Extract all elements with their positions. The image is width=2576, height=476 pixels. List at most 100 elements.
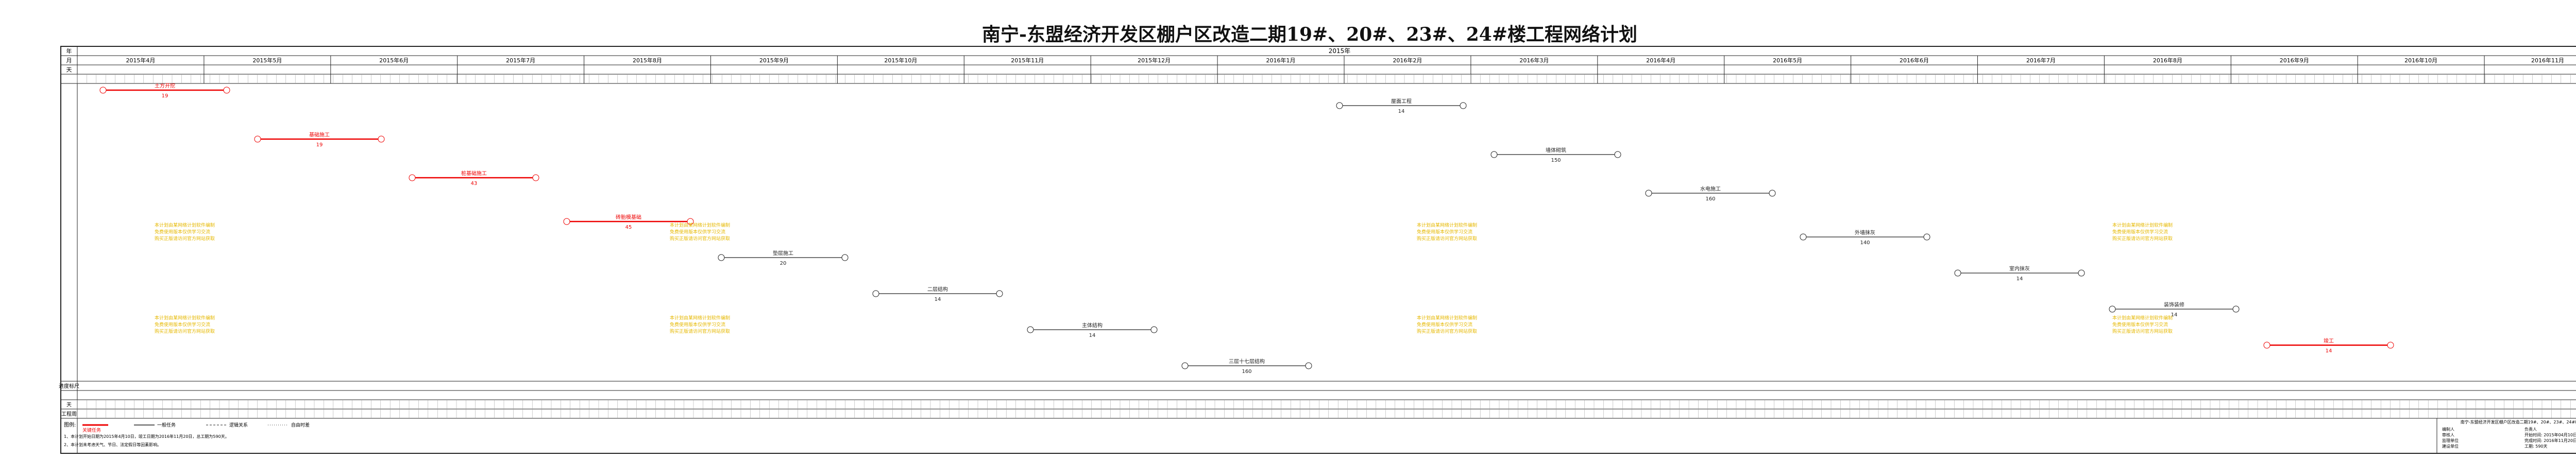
titleblock-val-2: 完成时间: 2016年11月20日 [2524,438,2576,443]
watermark-2-1: 免费使用版本仅供学习交流 [1417,229,1472,235]
watermark-0-2: 购买正版请访问官方网站获取 [155,235,215,242]
task-name-7: 三层十七层结构 [1229,358,1265,365]
task-duration-11: 140 [1860,240,1870,246]
titleblock-project: 南宁-东盟经济开发区棚户区改造二期19#、20#、23#、24#楼工程 [2461,419,2576,424]
legend-note-1: 1、本计划开始日期为2015年4月10日，竣工日期为2016年11月20日，总工… [64,434,229,439]
task-name-4: 垫层施工 [773,250,793,257]
watermark-2-0: 本计划由某网络计划软件编制 [1417,222,1477,228]
month-label-17: 2016年9月 [2280,57,2309,64]
legend-note-2: 2、本计划未考虑天气、节日、法定假日等因素影响。 [64,442,161,447]
task-duration-5: 14 [935,297,941,302]
task-name-6: 主体结构 [1082,322,1103,329]
task-name-9: 墙体砌筑 [1546,147,1566,154]
watermarks: 本计划由某网络计划软件编制免费使用版本仅供学习交流购买正版请访问官方网站获取本计… [155,222,2173,334]
task-arrow-3: 砖胎模基础 45 [563,214,694,230]
task-arrow-11: 外墙抹灰 140 [1800,229,1930,246]
task-name-3: 砖胎模基础 [616,214,641,220]
task-name-12: 室内抹灰 [2009,265,2030,272]
legend-label: 图例: [64,421,76,428]
task-arrow-6: 主体结构 14 [1027,322,1158,338]
task-duration-6: 14 [1089,333,1096,338]
task-duration-8: 14 [1398,109,1405,114]
project-week-label: 工程周 [61,411,77,417]
watermark-4-0: 本计划由某网络计划软件编制 [155,315,215,321]
titleblock-val-1: 开始时间: 2015年04月10日 [2524,432,2576,437]
month-label-16: 2016年8月 [2153,57,2182,64]
month-label-12: 2016年4月 [1646,57,1675,64]
outer-frame [60,46,2576,454]
titleblock-val-0: 负责人 [2524,427,2537,432]
watermark-3-0: 本计划由某网络计划软件编制 [2112,222,2173,228]
task-arrow-0: 土方开挖 19 [99,82,230,99]
month-label-4: 2015年8月 [633,57,662,64]
task-arrow-5: 二层结构 14 [872,286,1003,302]
legend-item-float: 自由时差 [291,422,310,428]
month-label-9: 2016年1月 [1266,57,1296,64]
watermark-2-2: 购买正版请访问官方网站获取 [1417,235,1477,242]
task-duration-12: 14 [2016,276,2023,282]
row-label-year: 年 [66,47,72,55]
task-duration-13: 14 [2171,312,2178,318]
task-name-2: 桩基础施工 [461,170,487,177]
task-arrow-2: 桩基础施工 43 [409,170,539,186]
watermark-5-0: 本计划由某网络计划软件编制 [670,315,730,321]
title-block [2436,418,2576,454]
month-label-13: 2016年5月 [1773,57,1802,64]
task-name-5: 二层结构 [927,286,948,293]
schedule-label: 进度标尺 [59,383,79,389]
watermark-4-1: 免费使用版本仅供学习交流 [155,321,210,328]
task-arrow-4: 垫层施工 20 [718,250,849,266]
watermark-0-1: 免费使用版本仅供学习交流 [155,229,210,235]
watermark-7-1: 免费使用版本仅供学习交流 [2112,321,2168,328]
task-duration-2: 43 [471,181,478,186]
month-label-5: 2015年9月 [759,57,789,64]
task-duration-0: 19 [162,93,168,99]
watermark-7-0: 本计划由某网络计划软件编制 [2112,315,2173,321]
legend-item-normal: 一般任务 [157,422,176,428]
month-label-1: 2015年5月 [252,57,282,64]
day-label: 天 [66,402,72,408]
page-title: 南宁-东盟经济开发区棚户区改造二期19#、20#、23#、24#楼工程网络计划 [982,24,1637,45]
legend-item-logic: 逻辑关系 [229,422,248,428]
titleblock-key-1: 审核人 [2442,432,2454,437]
task-duration-10: 160 [1705,196,1715,202]
watermark-5-1: 免费使用版本仅供学习交流 [670,321,725,328]
month-label-11: 2016年3月 [1519,57,1549,64]
task-duration-14: 14 [2326,348,2332,354]
month-label-0: 2015年4月 [126,57,155,64]
titleblock-key-3: 建设单位 [2442,444,2459,449]
month-label-15: 2016年7月 [2026,57,2056,64]
legend-item-critical: 关键任务 [82,427,101,433]
watermark-7-2: 购买正版请访问官方网站获取 [2112,328,2173,334]
month-label-18: 2016年10月 [2404,57,2437,64]
task-name-13: 装饰装修 [2164,301,2184,308]
task-name-0: 土方开挖 [155,82,175,89]
month-label-6: 2015年10月 [884,57,917,64]
task-name-1: 基础施工 [309,131,330,138]
watermark-3-2: 购买正版请访问官方网站获取 [2112,235,2173,242]
task-arrows: 土方开挖19基础施工19桩基础施工43砖胎模基础45垫层施工20二层结构14主体… [99,82,2394,375]
titleblock-key-0: 编制人 [2442,427,2454,432]
month-header: 2015年4月 2015年5月 2015年6月 2015年7月 2015年8月 2015年… [77,56,2564,83]
watermark-6-0: 本计划由某网络计划软件编制 [1417,315,1477,321]
row-label-month: 月 [66,57,72,64]
watermark-1-1: 免费使用版本仅供学习交流 [670,229,725,235]
month-label-8: 2015年12月 [1138,57,1171,64]
watermark-5-2: 购买正版请访问官方网站获取 [670,328,730,334]
watermark-3-1: 免费使用版本仅供学习交流 [2112,229,2168,235]
month-label-3: 2015年7月 [506,57,535,64]
task-duration-4: 20 [780,261,787,266]
month-label-14: 2016年6月 [1900,57,1929,64]
day-ticks [77,74,2571,418]
month-label-7: 2015年11月 [1011,57,1044,64]
task-name-11: 外墙抹灰 [1855,229,1875,236]
task-duration-3: 45 [625,225,632,230]
month-label-2: 2015年6月 [379,57,409,64]
watermark-0-0: 本计划由某网络计划软件编制 [155,222,215,228]
